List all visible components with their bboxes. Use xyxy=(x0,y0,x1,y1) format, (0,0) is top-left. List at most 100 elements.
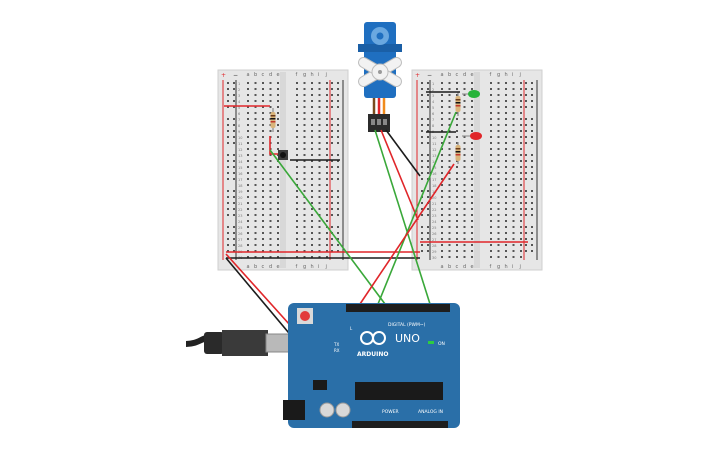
breadboard-hole[interactable] xyxy=(247,208,249,210)
rail-hole[interactable] xyxy=(531,244,533,246)
breadboard-hole[interactable] xyxy=(318,178,321,180)
breadboard-hole[interactable] xyxy=(262,82,264,84)
rail-hole[interactable] xyxy=(421,250,423,252)
breadboard-hole[interactable] xyxy=(497,202,500,204)
breadboard-hole[interactable] xyxy=(326,124,328,126)
breadboard-hole[interactable] xyxy=(497,256,500,258)
rail-hole[interactable] xyxy=(331,130,333,132)
breadboard-hole[interactable] xyxy=(296,82,298,84)
breadboard-hole[interactable] xyxy=(520,106,522,108)
breadboard-hole[interactable] xyxy=(456,232,458,234)
rail-hole[interactable] xyxy=(421,226,423,228)
rail-hole[interactable] xyxy=(525,238,527,240)
breadboard-hole[interactable] xyxy=(512,142,515,144)
breadboard-hole[interactable] xyxy=(490,220,492,222)
breadboard-hole[interactable] xyxy=(277,130,279,132)
rail-hole[interactable] xyxy=(337,226,339,228)
rail-hole[interactable] xyxy=(525,142,527,144)
breadboard-hole[interactable] xyxy=(296,226,298,228)
rail-hole[interactable] xyxy=(531,202,533,204)
resistor-right-top[interactable] xyxy=(455,92,461,116)
rail-hole[interactable] xyxy=(421,100,423,102)
breadboard-hole[interactable] xyxy=(269,178,272,180)
breadboard-hole[interactable] xyxy=(497,190,500,192)
breadboard-hole[interactable] xyxy=(326,130,328,132)
breadboard-hole[interactable] xyxy=(463,214,466,216)
breadboard-hole[interactable] xyxy=(463,118,466,120)
breadboard-hole[interactable] xyxy=(247,214,249,216)
breadboard-hole[interactable] xyxy=(512,166,515,168)
rail-hole[interactable] xyxy=(227,118,229,120)
breadboard-hole[interactable] xyxy=(277,88,279,90)
breadboard-hole[interactable] xyxy=(505,100,507,102)
breadboard-hole[interactable] xyxy=(262,250,264,252)
rail-hole[interactable] xyxy=(331,214,333,216)
breadboard-hole[interactable] xyxy=(490,160,492,162)
rail-hole[interactable] xyxy=(233,244,235,246)
breadboard-hole[interactable] xyxy=(277,100,279,102)
breadboard-hole[interactable] xyxy=(448,166,451,168)
breadboard-hole[interactable] xyxy=(277,94,279,96)
breadboard-hole[interactable] xyxy=(512,82,515,84)
breadboard-hole[interactable] xyxy=(262,118,264,120)
breadboard-hole[interactable] xyxy=(269,208,272,210)
breadboard-hole[interactable] xyxy=(520,184,522,186)
breadboard-hole[interactable] xyxy=(303,166,306,168)
breadboard-hole[interactable] xyxy=(254,220,257,222)
rail-hole[interactable] xyxy=(525,250,527,252)
rail-hole[interactable] xyxy=(227,250,229,252)
breadboard-hole[interactable] xyxy=(448,160,451,162)
breadboard-hole[interactable] xyxy=(463,82,466,84)
breadboard-hole[interactable] xyxy=(456,118,458,120)
breadboard-hole[interactable] xyxy=(448,190,451,192)
breadboard-hole[interactable] xyxy=(296,202,298,204)
breadboard-hole[interactable] xyxy=(497,220,500,222)
wire-black[interactable] xyxy=(385,129,421,177)
breadboard-hole[interactable] xyxy=(490,214,492,216)
breadboard-hole[interactable] xyxy=(318,202,321,204)
rail-hole[interactable] xyxy=(421,124,423,126)
breadboard-hole[interactable] xyxy=(441,142,443,144)
breadboard-hole[interactable] xyxy=(326,238,328,240)
rail-hole[interactable] xyxy=(233,172,235,174)
rail-hole[interactable] xyxy=(427,208,429,210)
breadboard-hole[interactable] xyxy=(303,232,306,234)
breadboard-hole[interactable] xyxy=(456,208,458,210)
rail-hole[interactable] xyxy=(227,172,229,174)
breadboard-hole[interactable] xyxy=(463,232,466,234)
breadboard-hole[interactable] xyxy=(441,178,443,180)
breadboard-hole[interactable] xyxy=(520,160,522,162)
breadboard-hole[interactable] xyxy=(448,130,451,132)
rail-hole[interactable] xyxy=(227,244,229,246)
rail-hole[interactable] xyxy=(525,244,527,246)
breadboard-hole[interactable] xyxy=(311,178,313,180)
breadboard-hole[interactable] xyxy=(326,232,328,234)
breadboard-hole[interactable] xyxy=(441,148,443,150)
breadboard-hole[interactable] xyxy=(512,232,515,234)
breadboard-hole[interactable] xyxy=(471,118,473,120)
rail-hole[interactable] xyxy=(227,232,229,234)
breadboard-hole[interactable] xyxy=(448,238,451,240)
breadboard-hole[interactable] xyxy=(326,172,328,174)
breadboard-hole[interactable] xyxy=(247,112,249,114)
breadboard-hole[interactable] xyxy=(303,94,306,96)
pushbutton[interactable] xyxy=(278,150,288,160)
breadboard-hole[interactable] xyxy=(318,238,321,240)
rail-hole[interactable] xyxy=(227,208,229,210)
breadboard-hole[interactable] xyxy=(505,184,507,186)
rail-hole[interactable] xyxy=(421,88,423,90)
breadboard-hole[interactable] xyxy=(311,118,313,120)
breadboard-hole[interactable] xyxy=(277,112,279,114)
breadboard-hole[interactable] xyxy=(277,142,279,144)
breadboard-hole[interactable] xyxy=(247,160,249,162)
breadboard-hole[interactable] xyxy=(247,196,249,198)
rail-hole[interactable] xyxy=(421,232,423,234)
breadboard-hole[interactable] xyxy=(471,226,473,228)
breadboard-hole[interactable] xyxy=(262,184,264,186)
breadboard-hole[interactable] xyxy=(490,208,492,210)
rail-hole[interactable] xyxy=(331,244,333,246)
breadboard-hole[interactable] xyxy=(247,244,249,246)
breadboard-hole[interactable] xyxy=(505,190,507,192)
rail-hole[interactable] xyxy=(227,196,229,198)
breadboard-hole[interactable] xyxy=(441,208,443,210)
